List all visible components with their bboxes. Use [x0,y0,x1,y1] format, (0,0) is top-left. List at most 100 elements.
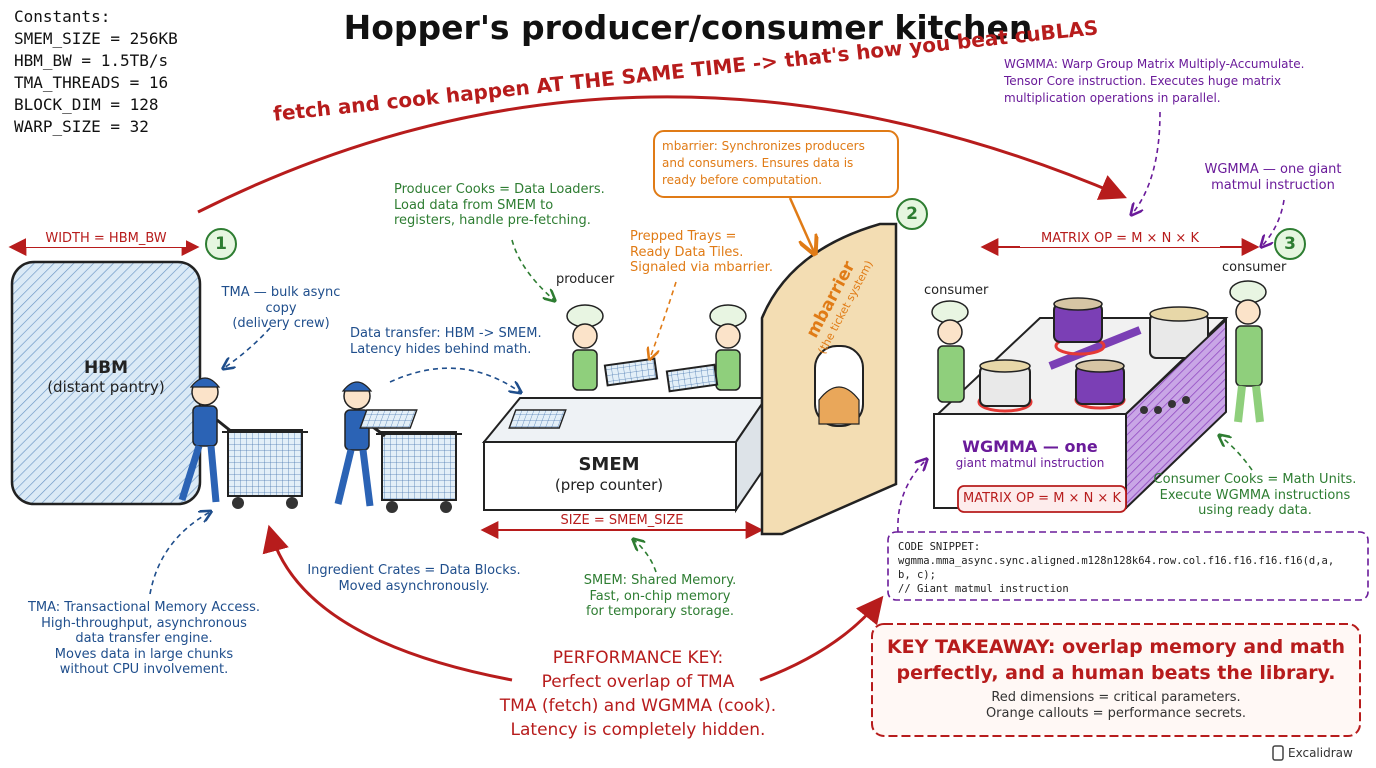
producer-cooks-arrow [512,240,554,300]
mbarrier-callout-arrow [790,198,814,252]
prepped-trays-arrow [650,282,676,358]
wgmma-giant-note-line-2: matmul instruction [1188,178,1358,194]
consumer-left-label: consumer [924,283,988,299]
consumer-cooks-note-line-1: Consumer Cooks = Math Units. [1140,472,1370,488]
step-3-number: 3 [1275,234,1305,254]
performance-key: PERFORMANCE KEY: Perfect overlap of TMA … [452,646,824,742]
hbm-title: HBM [22,358,190,378]
tma-bulk-note-line-2: (delivery crew) [206,316,356,332]
wgmma-def-arrow [1132,112,1160,214]
data-transfer-note-line-1: Data transfer: HBM -> SMEM. [350,326,542,342]
producer-label: producer [556,272,614,288]
producer-cooks-note-line-1: Producer Cooks = Data Loaders. [394,182,605,198]
smem-def-arrow [634,540,656,572]
producer-cook-1 [567,305,603,390]
smem-def-note-line-2: Fast, on-chip memory [570,589,750,605]
smem-title: SMEM [494,454,724,476]
wgmma-def-note-line-2: Tensor Core instruction. Executes huge m… [1004,73,1304,90]
key-takeaway-legend-1: Red dimensions = critical parameters. [876,690,1356,706]
prepped-trays-note-line-2: Ready Data Tiles. [630,245,773,261]
step-2-number: 2 [897,204,927,224]
tma-def-note-line-3: data transfer engine. [8,631,280,647]
constant-tma-threads: TMA_THREADS = 16 [14,72,178,94]
code-snippet-arrow [898,460,926,532]
mbarrier-callout-text: mbarrier: Synchronizes producers and con… [662,138,865,189]
silver-pot-1 [980,360,1030,406]
wgmma-giant-note: WGMMA — one giant matmul instruction [1188,162,1358,193]
key-takeaway-headline-1: KEY TAKEAWAY: overlap memory and math [876,634,1356,660]
hbm-label: HBM (distant pantry) [22,358,190,396]
wgmma-def-note-line-1: WGMMA: Warp Group Matrix Multiply-Accumu… [1004,56,1304,73]
tma-bulk-arrow [224,328,270,368]
excalidraw-icon [1273,746,1283,760]
tma-def-note-line-1: TMA: Transactional Memory Access. [8,600,280,616]
tma-def-note-line-2: High-throughput, asynchronous [8,616,280,632]
consumer-cook-right [1230,281,1266,422]
delivery-worker-2 [338,382,385,506]
wgmma-def-note-line-3: multiplication operations in parallel. [1004,90,1304,107]
code-snippet-label: CODE SNIPPET: [898,540,1362,554]
constant-hbm-bw: HBM_BW = 1.5TB/s [14,50,178,72]
performance-key-heading: PERFORMANCE KEY: [452,646,824,670]
ingredient-crates-note-line-1: Ingredient Crates = Data Blocks. [282,563,546,579]
tma-def-note-line-5: without CPU involvement. [8,662,280,678]
ingredient-crates-note-line-2: Moved asynchronously. [282,579,546,595]
constants-block: Constants: SMEM_SIZE = 256KB HBM_BW = 1.… [14,6,178,138]
data-transfer-note-line-2: Latency hides behind math. [350,342,542,358]
mbarrier-wall [762,224,896,534]
wgmma-def-note: WGMMA: Warp Group Matrix Multiply-Accumu… [1004,56,1304,107]
producer-cooks-note: Producer Cooks = Data Loaders. Load data… [394,182,605,229]
excalidraw-watermark: Excalidraw [1288,746,1353,760]
consumer-cooks-note-line-2: Execute WGMMA instructions [1140,488,1370,504]
tma-def-note: TMA: Transactional Memory Access. High-t… [8,600,280,678]
prepped-trays-note-line-3: Signaled via mbarrier. [630,260,773,276]
tma-bulk-note: TMA — bulk async copy (delivery crew) [206,285,356,332]
consumer-cooks-arrow [1220,436,1252,470]
producer-cooks-note-line-3: registers, handle pre-fetching. [394,213,605,229]
performance-key-line-1: Perfect overlap of TMA [452,670,824,694]
constant-smem-size: SMEM_SIZE = 256KB [14,28,178,50]
tma-def-note-line-4: Moves data in large chunks [8,647,280,663]
width-dimension-label: WIDTH = HBM_BW [26,231,186,247]
purple-pot-1 [1054,298,1102,342]
smem-label: SMEM (prep counter) [494,454,724,494]
smem-def-note-line-3: for temporary storage. [570,604,750,620]
wgmma-giant-note-line-1: WGMMA — one giant [1188,162,1358,178]
mbarrier-callout-line-3: ready before computation. [662,172,865,189]
purple-pot-2 [1076,360,1124,404]
performance-key-line-2: TMA (fetch) and WGMMA (cook). [452,694,824,718]
performance-key-line-3: Latency is completely hidden. [452,718,824,742]
data-transfer-note: Data transfer: HBM -> SMEM. Latency hide… [350,326,542,357]
code-snippet: CODE SNIPPET: wgmma.mma_async.sync.align… [898,540,1362,596]
wgmma-station-title: WGMMA — one [936,437,1124,456]
consumer-right-label: consumer [1222,260,1286,276]
matrix-dimension-label: MATRIX OP = M × N × K [1020,231,1220,247]
producer-cooks-note-line-2: Load data from SMEM to [394,198,605,214]
consumer-cooks-note: Consumer Cooks = Math Units. Execute WGM… [1140,472,1370,519]
code-snippet-line-2: b, c); [898,568,1362,582]
tma-bulk-note-line-1: TMA — bulk async copy [206,285,356,316]
smem-size-dimension-label: SIZE = SMEM_SIZE [534,513,710,529]
wgmma-station-label: WGMMA — one giant matmul instruction [936,437,1124,471]
mbarrier-callout-line-1: mbarrier: Synchronizes producers [662,138,865,155]
data-transfer-arrow [390,368,520,392]
data-tray-1 [605,359,657,386]
smem-subtitle: (prep counter) [494,476,724,494]
constant-block-dim: BLOCK_DIM = 128 [14,94,178,116]
constants-heading: Constants: [14,6,178,28]
key-takeaway-legend-2: Orange callouts = performance secrets. [876,706,1356,722]
tma-def-arrow [150,512,210,594]
crate-2 [376,432,462,513]
step-1-number: 1 [206,234,236,254]
wgmma-station-subtitle: giant matmul instruction [936,456,1124,470]
code-snippet-line-1: wgmma.mma_async.sync.aligned.m128n128k64… [898,554,1362,568]
matrix-op-box-label: MATRIX OP = M × N × K [958,491,1126,507]
consumer-cooks-note-line-3: using ready data. [1140,503,1370,519]
smem-def-note-line-1: SMEM: Shared Memory. [570,573,750,589]
key-takeaway-headline-2: perfectly, and a human beats the library… [876,660,1356,686]
crate-1 [222,430,308,509]
ingredient-crates-note: Ingredient Crates = Data Blocks. Moved a… [282,563,546,594]
hbm-subtitle: (distant pantry) [22,378,190,396]
smem-def-note: SMEM: Shared Memory. Fast, on-chip memor… [570,573,750,620]
consumer-cook-left [932,301,968,402]
